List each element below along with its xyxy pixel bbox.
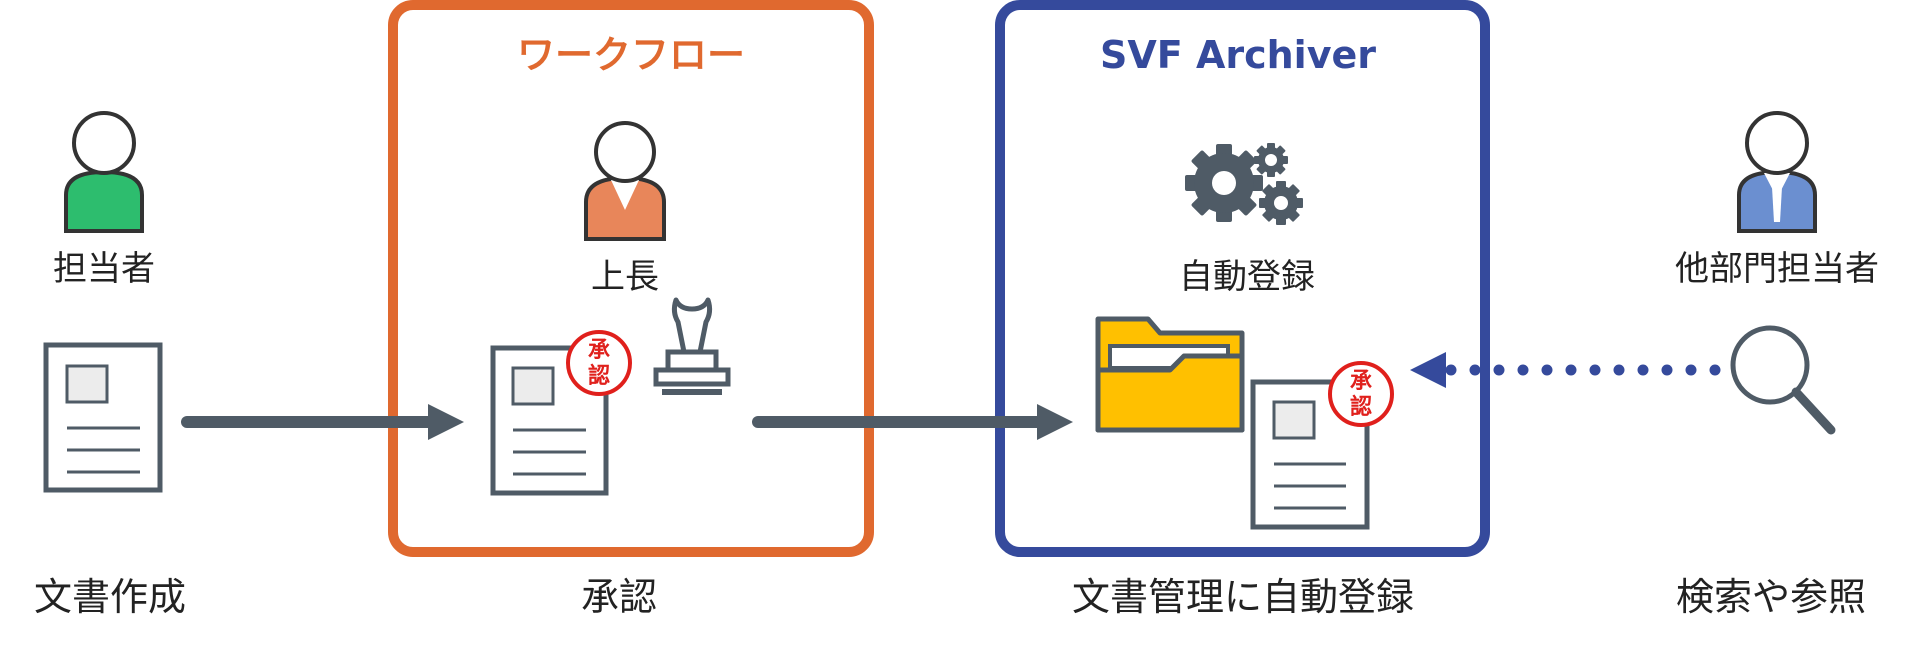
folder-icon	[1095, 316, 1245, 433]
approval-stamp-icon: 承 認	[1328, 361, 1394, 427]
gears-icon	[1185, 143, 1303, 225]
step-search-label: 検索や参照	[1676, 575, 1866, 619]
actor-other-label: 他部門担当者	[1675, 249, 1879, 289]
archiver-box	[995, 0, 1490, 557]
step-create-label: 文書作成	[34, 575, 186, 619]
stamp-line1: 承	[1350, 369, 1372, 394]
person-icon	[64, 111, 144, 233]
actor-boss-label: 上長	[591, 257, 659, 297]
actor-creator-label: 担当者	[53, 249, 155, 289]
stamp-line1: 承	[588, 338, 610, 363]
workflow-box-title: ワークフロー	[517, 33, 745, 77]
stamp-line2: 認	[1350, 394, 1372, 420]
step-register-label: 文書管理に自動登録	[1072, 575, 1414, 619]
approval-stamp-icon: 承 認	[566, 330, 632, 396]
step-approve-label: 承認	[581, 575, 657, 619]
search-reference-arrow	[1410, 352, 1726, 388]
actor-auto-label: 自動登録	[1179, 257, 1315, 297]
document-icon	[43, 342, 163, 493]
person-icon	[584, 121, 666, 241]
magnifier-icon	[1730, 325, 1836, 435]
seal-stamp-icon	[653, 297, 731, 395]
workflow-box	[388, 0, 874, 557]
flow-arrow-to-workflow	[181, 404, 464, 440]
flow-arrow-to-archiver	[752, 404, 1073, 440]
stamp-line2: 認	[588, 363, 610, 389]
person-with-tie-icon	[1737, 111, 1817, 233]
archiver-box-title: SVF Archiver	[1100, 33, 1376, 77]
